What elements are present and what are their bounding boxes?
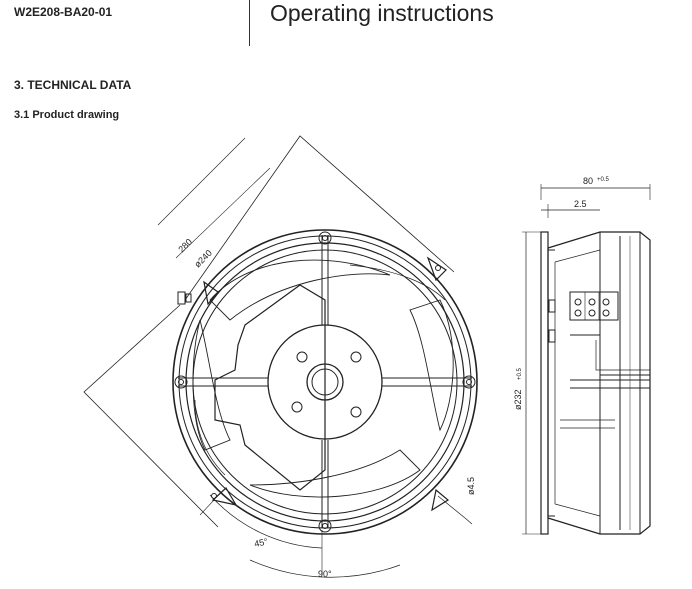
model-number: W2E208-BA20-01 [14,5,113,19]
dim-angle-90: 90° [318,569,332,579]
subsection-heading: 3.1 Product drawing [14,109,120,121]
dim-flange-2-5: 2.5 [574,199,587,209]
dim-depth-80-tolerance: +0.5 [597,177,610,183]
dim-hole-4-5: ø4.5 [466,477,476,495]
dim-diameter-240: ø240 [192,248,214,270]
side-view [522,184,651,535]
dim-diameter-232: ø232 [513,389,523,410]
front-view [83,135,478,578]
document-title: Operating instructions [270,0,494,26]
dim-depth-80: 80 [583,176,593,186]
dim-angle-45: 45° [253,536,269,549]
dim-diameter-232-tolerance: +0.5 [517,367,523,380]
dim-280: 280 [176,237,194,255]
section-heading: 3. TECHNICAL DATA [14,78,132,92]
header-divider [249,0,250,46]
